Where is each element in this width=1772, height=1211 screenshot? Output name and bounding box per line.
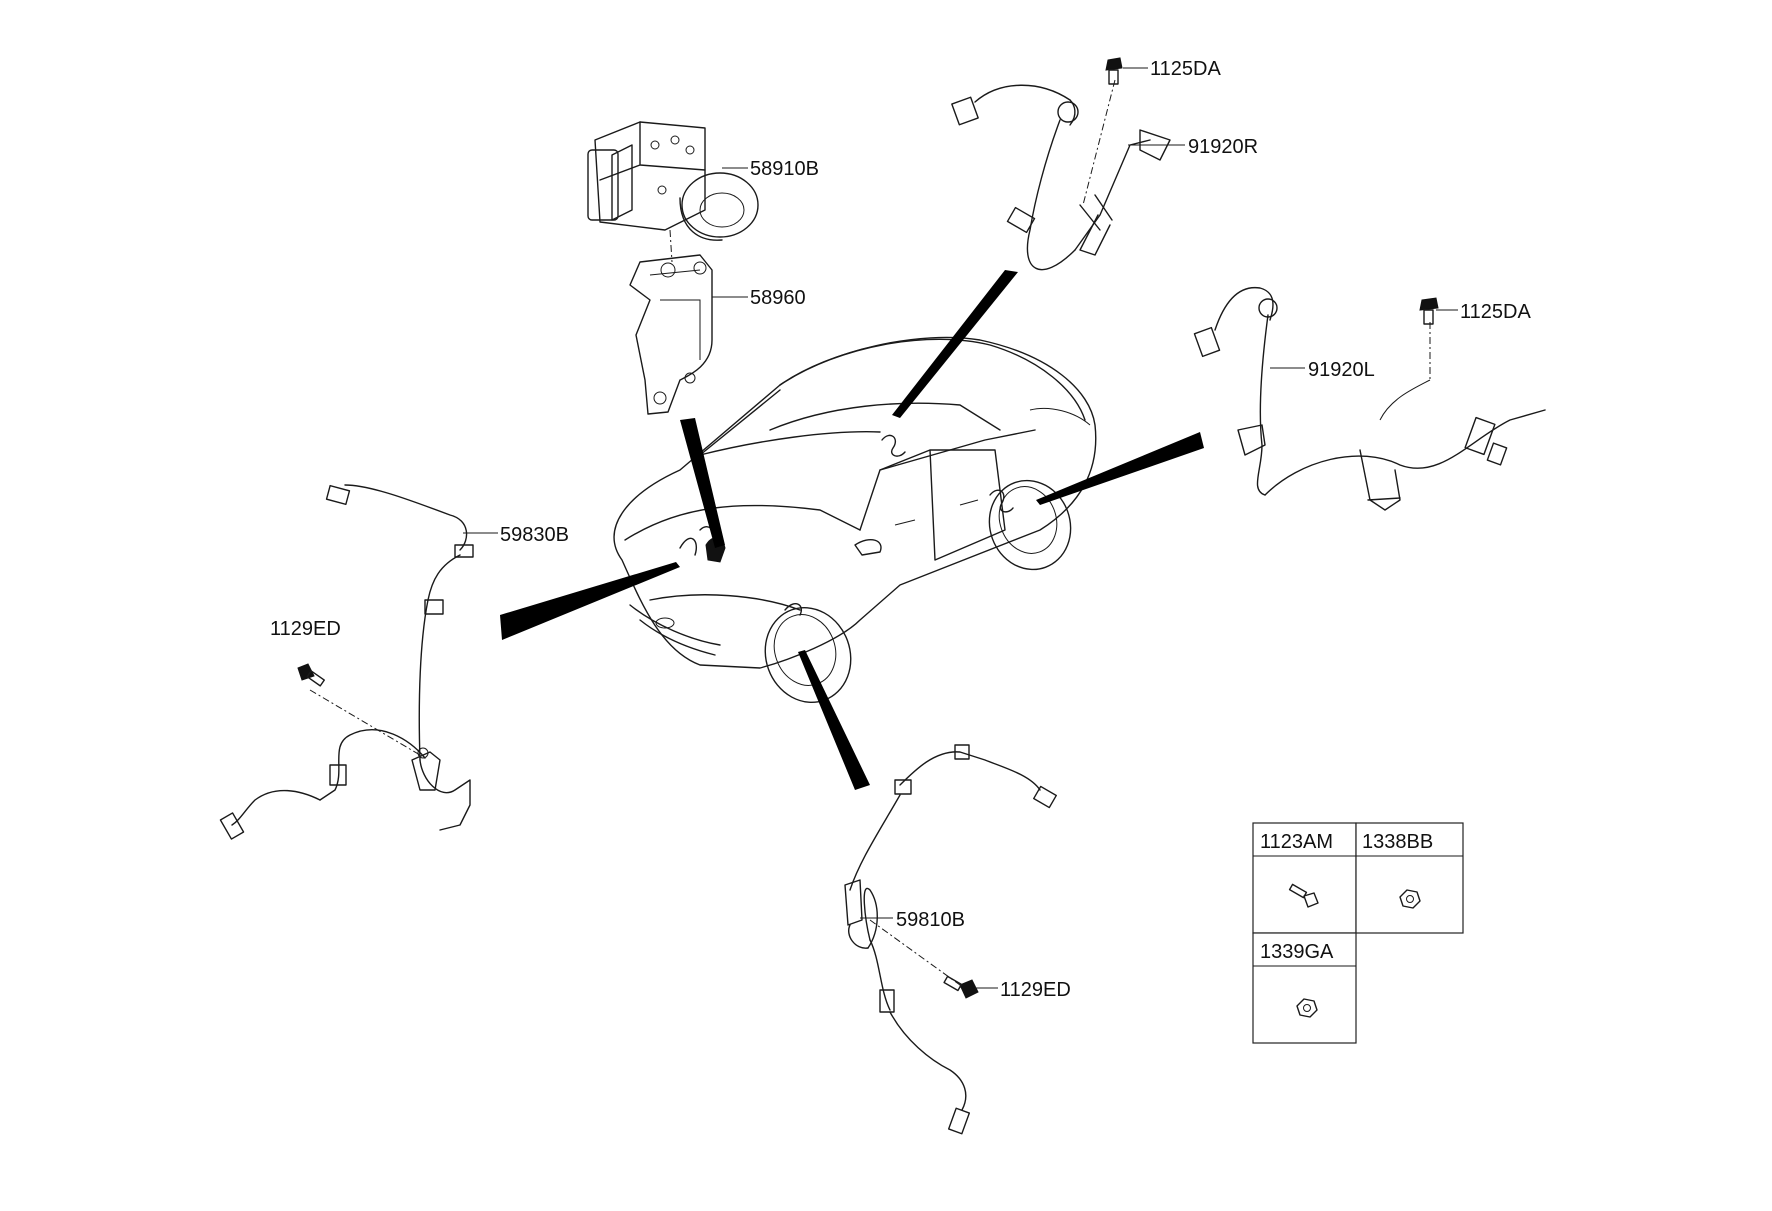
wheel-speed-sensor-rr-left-icon <box>1193 286 1546 511</box>
leader-wedge-hecu <box>680 418 725 548</box>
callout-leaders <box>463 67 1458 989</box>
label-sensor-fr-left: 59830B <box>500 524 569 546</box>
wheel-speed-sensor-fr-right-icon <box>844 744 1057 1135</box>
label-bolt-fr-left: 1129ED <box>270 618 341 640</box>
bolt-fr-right-icon <box>943 975 979 999</box>
bolt-rr-right-icon <box>1105 57 1123 85</box>
table-cell-1338bb: 1338BB <box>1362 831 1433 853</box>
flange-nut-icon <box>1296 998 1318 1018</box>
bolt-fr-left-icon <box>297 663 325 687</box>
label-hecu: 58910B <box>750 158 819 180</box>
bolt-rr-left-icon <box>1419 297 1439 325</box>
label-bolt-rr-left: 1125DA <box>1460 301 1531 323</box>
leader-wedge-rr-right <box>892 270 1018 418</box>
bolt-icon <box>1288 883 1319 908</box>
label-bolt-fr-right: 1129ED <box>1000 979 1071 1001</box>
label-sensor-fr-right: 59810B <box>896 909 965 931</box>
leader-wedge-rr-left <box>1036 432 1204 505</box>
leader-wedge-fr-right <box>798 650 870 790</box>
label-sensor-rr-right: 91920R <box>1188 136 1258 158</box>
flange-nut-icon <box>1399 889 1421 909</box>
label-sensor-rr-left: 91920L <box>1308 359 1375 381</box>
abs-modulator-icon <box>587 121 759 263</box>
bracket-icon <box>629 254 713 415</box>
label-bracket: 58960 <box>750 287 806 309</box>
wheel-speed-sensor-rr-right-icon <box>951 79 1171 271</box>
part-labels: 58910B 58960 1125DA 91920R 1125DA 91920L… <box>270 58 1531 1001</box>
label-bolt-rr-right: 1125DA <box>1150 58 1221 80</box>
table-cell-1123am: 1123AM <box>1260 831 1333 853</box>
leader-wedges <box>500 270 1204 790</box>
car-outline-icon <box>613 336 1097 704</box>
table-cell-1339ga: 1339GA <box>1260 941 1334 963</box>
leader-wedge-fr-left <box>500 562 680 640</box>
wheel-speed-sensor-fr-left-icon <box>219 484 474 840</box>
fastener-table: 1123AM 1338BB 1339GA <box>1252 822 1464 1044</box>
